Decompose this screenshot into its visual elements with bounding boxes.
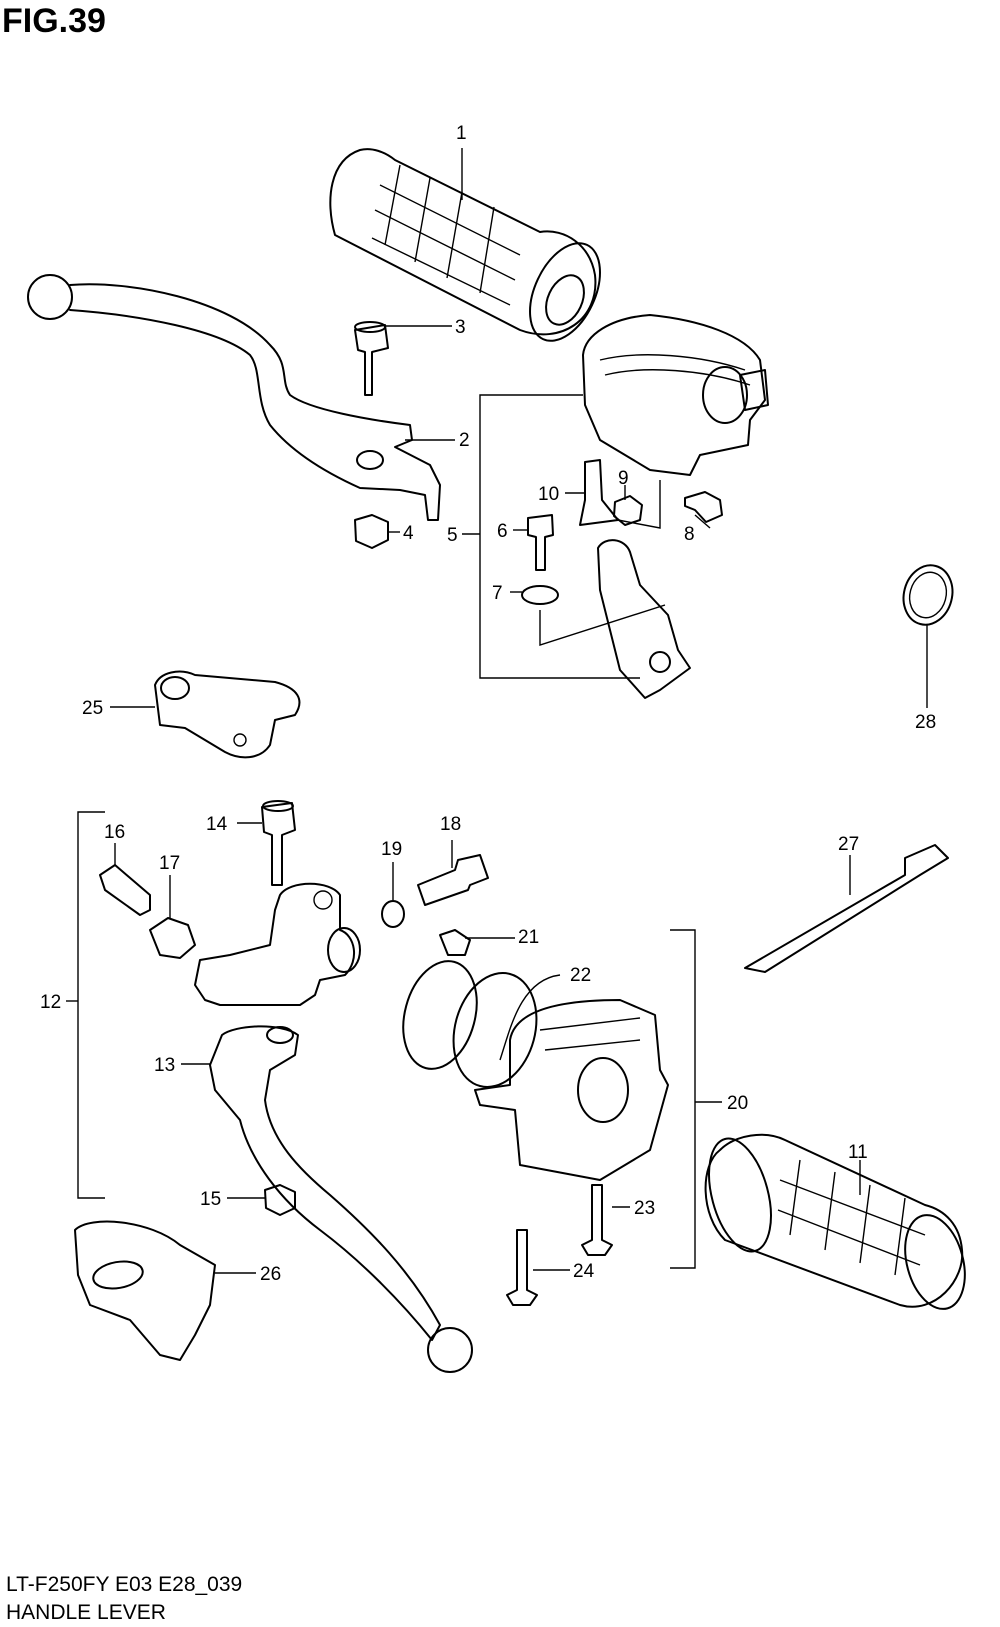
callout-8: 8: [684, 524, 695, 545]
callout-24: 24: [573, 1261, 595, 1282]
bracket-12: [77, 811, 105, 1199]
washer-19: [381, 900, 405, 928]
screw-23: [581, 1184, 613, 1256]
washer-7: [521, 585, 559, 605]
callout-11: 11: [848, 1142, 868, 1163]
lever-perch: [194, 882, 361, 1006]
bolt-6: [527, 514, 554, 571]
callout-9: 9: [618, 468, 629, 489]
callout-20: 20: [727, 1093, 748, 1114]
callout-4: 4: [403, 523, 414, 544]
screw-10: [579, 459, 619, 526]
callout-7: 7: [492, 583, 503, 604]
bolt-18: [417, 854, 489, 906]
figure-caption: HANDLE LEVER: [6, 1601, 166, 1624]
callout-28: 28: [915, 712, 936, 733]
callout-14: 14: [206, 814, 228, 835]
leader-lines: [66, 148, 928, 1274]
lever-cover: [74, 1220, 216, 1361]
callout-3: 3: [455, 317, 466, 338]
callout-26: 26: [260, 1264, 281, 1285]
callout-27: 27: [838, 834, 859, 855]
clutch-lever: [209, 1025, 473, 1373]
nut-9: [613, 495, 643, 526]
screw-24: [506, 1229, 538, 1306]
bracket-25: [154, 670, 301, 759]
nut-15: [264, 1184, 296, 1216]
screw-8: [684, 491, 723, 523]
callout-5: 5: [447, 525, 458, 546]
switch-assembly: [402, 929, 669, 1181]
callout-1: 1: [456, 123, 467, 144]
model-code: LT-F250FY E03 E28_039: [6, 1573, 243, 1596]
callout-labels: 1 2 3 4 5 6 7 8 9 10 11 12 13 14 15 16 1…: [40, 123, 936, 1285]
o-ring-28: [902, 564, 954, 626]
callout-22: 22: [570, 965, 591, 986]
callout-17: 17: [159, 853, 180, 874]
nut-4: [354, 514, 389, 549]
cable-tie-27: [744, 844, 949, 973]
lever-top: [27, 274, 441, 521]
bracket-20: [670, 929, 696, 1269]
pivot-bolt-top: [354, 321, 389, 396]
callout-16: 16: [104, 822, 125, 843]
throttle-housing: [582, 314, 769, 476]
callout-19: 19: [381, 839, 402, 860]
throttle-lever: [597, 539, 691, 699]
callout-21: 21: [518, 927, 539, 948]
callout-23: 23: [634, 1198, 655, 1219]
grip-left: [704, 1133, 966, 1310]
callout-18: 18: [440, 814, 461, 835]
figure-title: FIG.39: [2, 2, 106, 40]
callout-12: 12: [40, 992, 61, 1013]
pivot-bolt-14: [261, 800, 296, 886]
callout-2: 2: [459, 430, 470, 451]
grip-top: [329, 148, 601, 342]
clamp-ring: [402, 960, 478, 1070]
callout-6: 6: [497, 521, 508, 542]
callout-13: 13: [154, 1055, 175, 1076]
adjuster-16: [99, 864, 151, 916]
callout-10: 10: [538, 484, 559, 505]
callout-15: 15: [200, 1189, 221, 1210]
locknut-17: [149, 917, 196, 959]
bracket-5: [479, 394, 640, 679]
callout-25: 25: [82, 698, 103, 719]
